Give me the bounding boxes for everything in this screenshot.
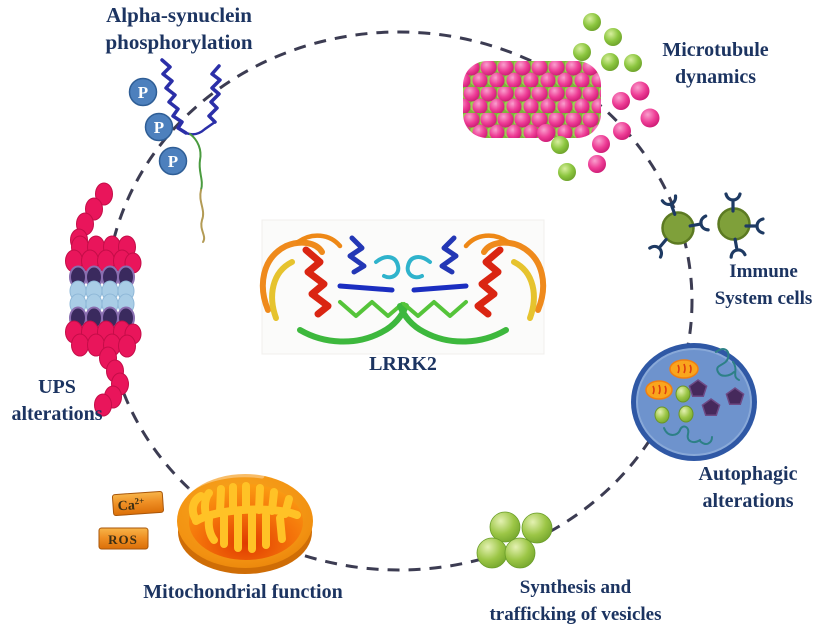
phosphate-icon: P: [128, 77, 158, 107]
engulfed-fibrils: [663, 348, 740, 445]
free-tubulin-green: [551, 13, 642, 181]
svg-text:ROS: ROS: [108, 532, 138, 547]
svg-text:P: P: [168, 152, 178, 171]
alpha-synuclein-protein: [160, 58, 222, 243]
lrrk2-label: LRRK2: [369, 353, 437, 375]
svg-text:P: P: [154, 118, 164, 137]
phosphate-icon: P: [158, 146, 188, 176]
vesicle-cluster: [476, 511, 553, 569]
mitochondrion-icon: [177, 472, 313, 574]
engulfed-mitochondria: [645, 359, 699, 400]
phosphate-icons: P P P: [128, 77, 188, 176]
ros-badge: ROS: [98, 527, 149, 550]
immune-cell-icon: [717, 192, 765, 259]
proteasome-structure: [65, 182, 142, 417]
immune-cells: [648, 192, 765, 259]
vesicles-label: Synthesis and trafficking of vesicles: [489, 577, 662, 625]
autophagosome-icon: [631, 343, 757, 461]
immune-cell-icon: [648, 194, 710, 259]
mitochondrial-label: Mitochondrial function: [143, 581, 343, 603]
immune-label: Immune System cells: [714, 261, 813, 309]
lrrk2-protein-structure: [259, 219, 544, 355]
phosphate-icon: P: [144, 112, 174, 142]
alpha-synuclein-label: Alpha-synuclein phosphorylation: [105, 3, 253, 54]
engulfed-vesicles: [654, 385, 694, 424]
engulfed-aggregates: [688, 379, 745, 417]
ups-label: UPS alterations: [11, 376, 103, 425]
svg-text:P: P: [138, 83, 148, 102]
calcium-badge: Ca2+: [111, 490, 164, 517]
autophagic-label: Autophagic alterations: [698, 463, 798, 512]
microtubule-label: Microtubule dynamics: [662, 39, 769, 88]
microtubule-structure: [463, 13, 660, 181]
free-tubulin-pink: [537, 81, 660, 173]
svg-text:Ca2+: Ca2+: [117, 496, 145, 515]
